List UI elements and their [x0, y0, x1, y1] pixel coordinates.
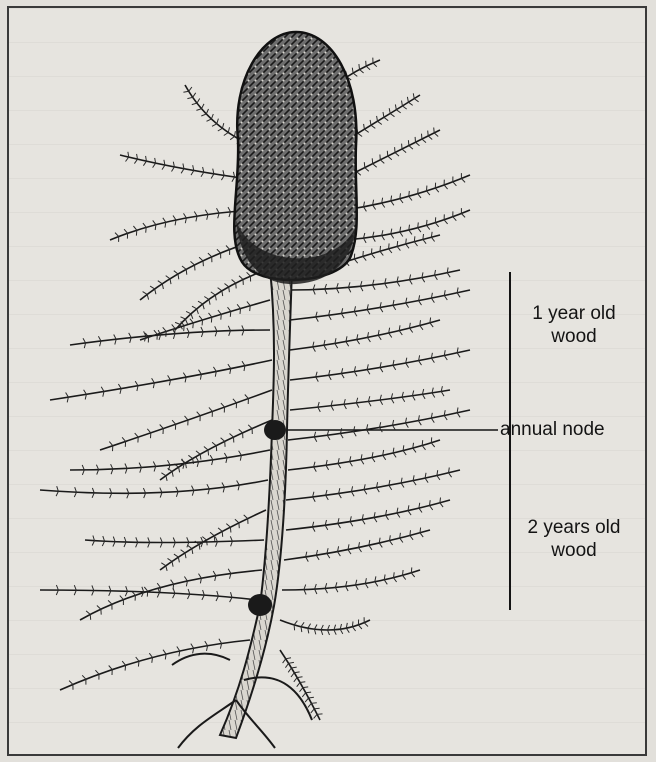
- leaf: [290, 290, 470, 320]
- leaf: [120, 155, 256, 180]
- leaf: [160, 420, 272, 480]
- leaf: [110, 210, 254, 240]
- leaf: [290, 350, 470, 380]
- leaf: [80, 570, 262, 620]
- flower-cone: [234, 32, 357, 280]
- leaf: [290, 320, 440, 350]
- leaf: [280, 620, 370, 630]
- stem: [220, 268, 292, 738]
- lower-node-mark: [248, 594, 272, 616]
- leaf: [286, 470, 460, 500]
- leaf: [286, 500, 450, 530]
- leaf: [40, 590, 258, 600]
- leaf: [40, 480, 268, 493]
- leaf: [70, 330, 270, 345]
- leaf: [175, 270, 266, 330]
- one-year-old-wood-label: 1 year old wood: [514, 302, 634, 348]
- leaf: [288, 410, 470, 440]
- leaf: [60, 640, 250, 690]
- leaf: [288, 440, 440, 470]
- two-years-old-wood-label: 2 years old wood: [512, 516, 636, 562]
- annual-node-mark: [264, 420, 286, 440]
- leaf: [290, 390, 450, 410]
- annual-node-label: annual node: [500, 418, 650, 441]
- leaf: [282, 570, 420, 590]
- leaf: [50, 360, 272, 400]
